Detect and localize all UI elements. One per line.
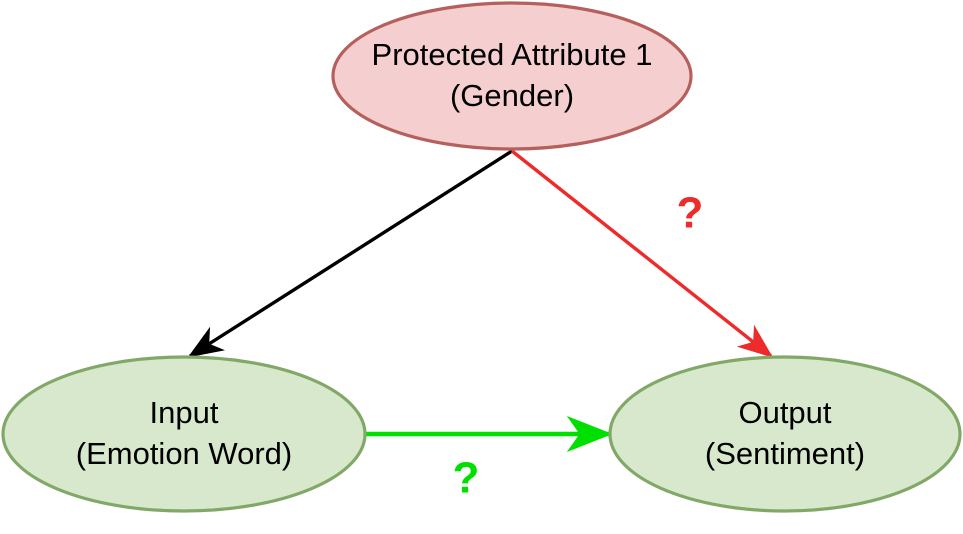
edge-attribute-to-input[interactable] [187, 149, 513, 358]
edge-label-input-to-output: ? [453, 454, 480, 503]
node-protected-attribute-shape[interactable] [331, 1, 693, 151]
node-input[interactable]: Input (Emotion Word) [1, 355, 367, 513]
node-output[interactable]: Output (Sentiment) [608, 355, 962, 513]
edge-label-attribute-to-output: ? [677, 189, 704, 238]
node-input-label-line1: Input [150, 395, 219, 430]
node-protected-attribute[interactable]: Protected Attribute 1 (Gender) [331, 1, 693, 151]
edge-group [187, 149, 774, 453]
node-protected-attribute-label-line2: (Gender) [450, 78, 574, 113]
node-input-shape[interactable] [1, 355, 367, 513]
node-input-label-line2: (Emotion Word) [76, 436, 293, 471]
node-protected-attribute-label-line1: Protected Attribute 1 [372, 37, 653, 72]
node-output-label-line2: (Sentiment) [705, 436, 865, 471]
edge-label-group: ? ? [453, 189, 704, 503]
node-output-label-line1: Output [738, 395, 831, 430]
node-output-shape[interactable] [608, 355, 962, 513]
edge-attribute-to-output[interactable] [510, 149, 774, 358]
